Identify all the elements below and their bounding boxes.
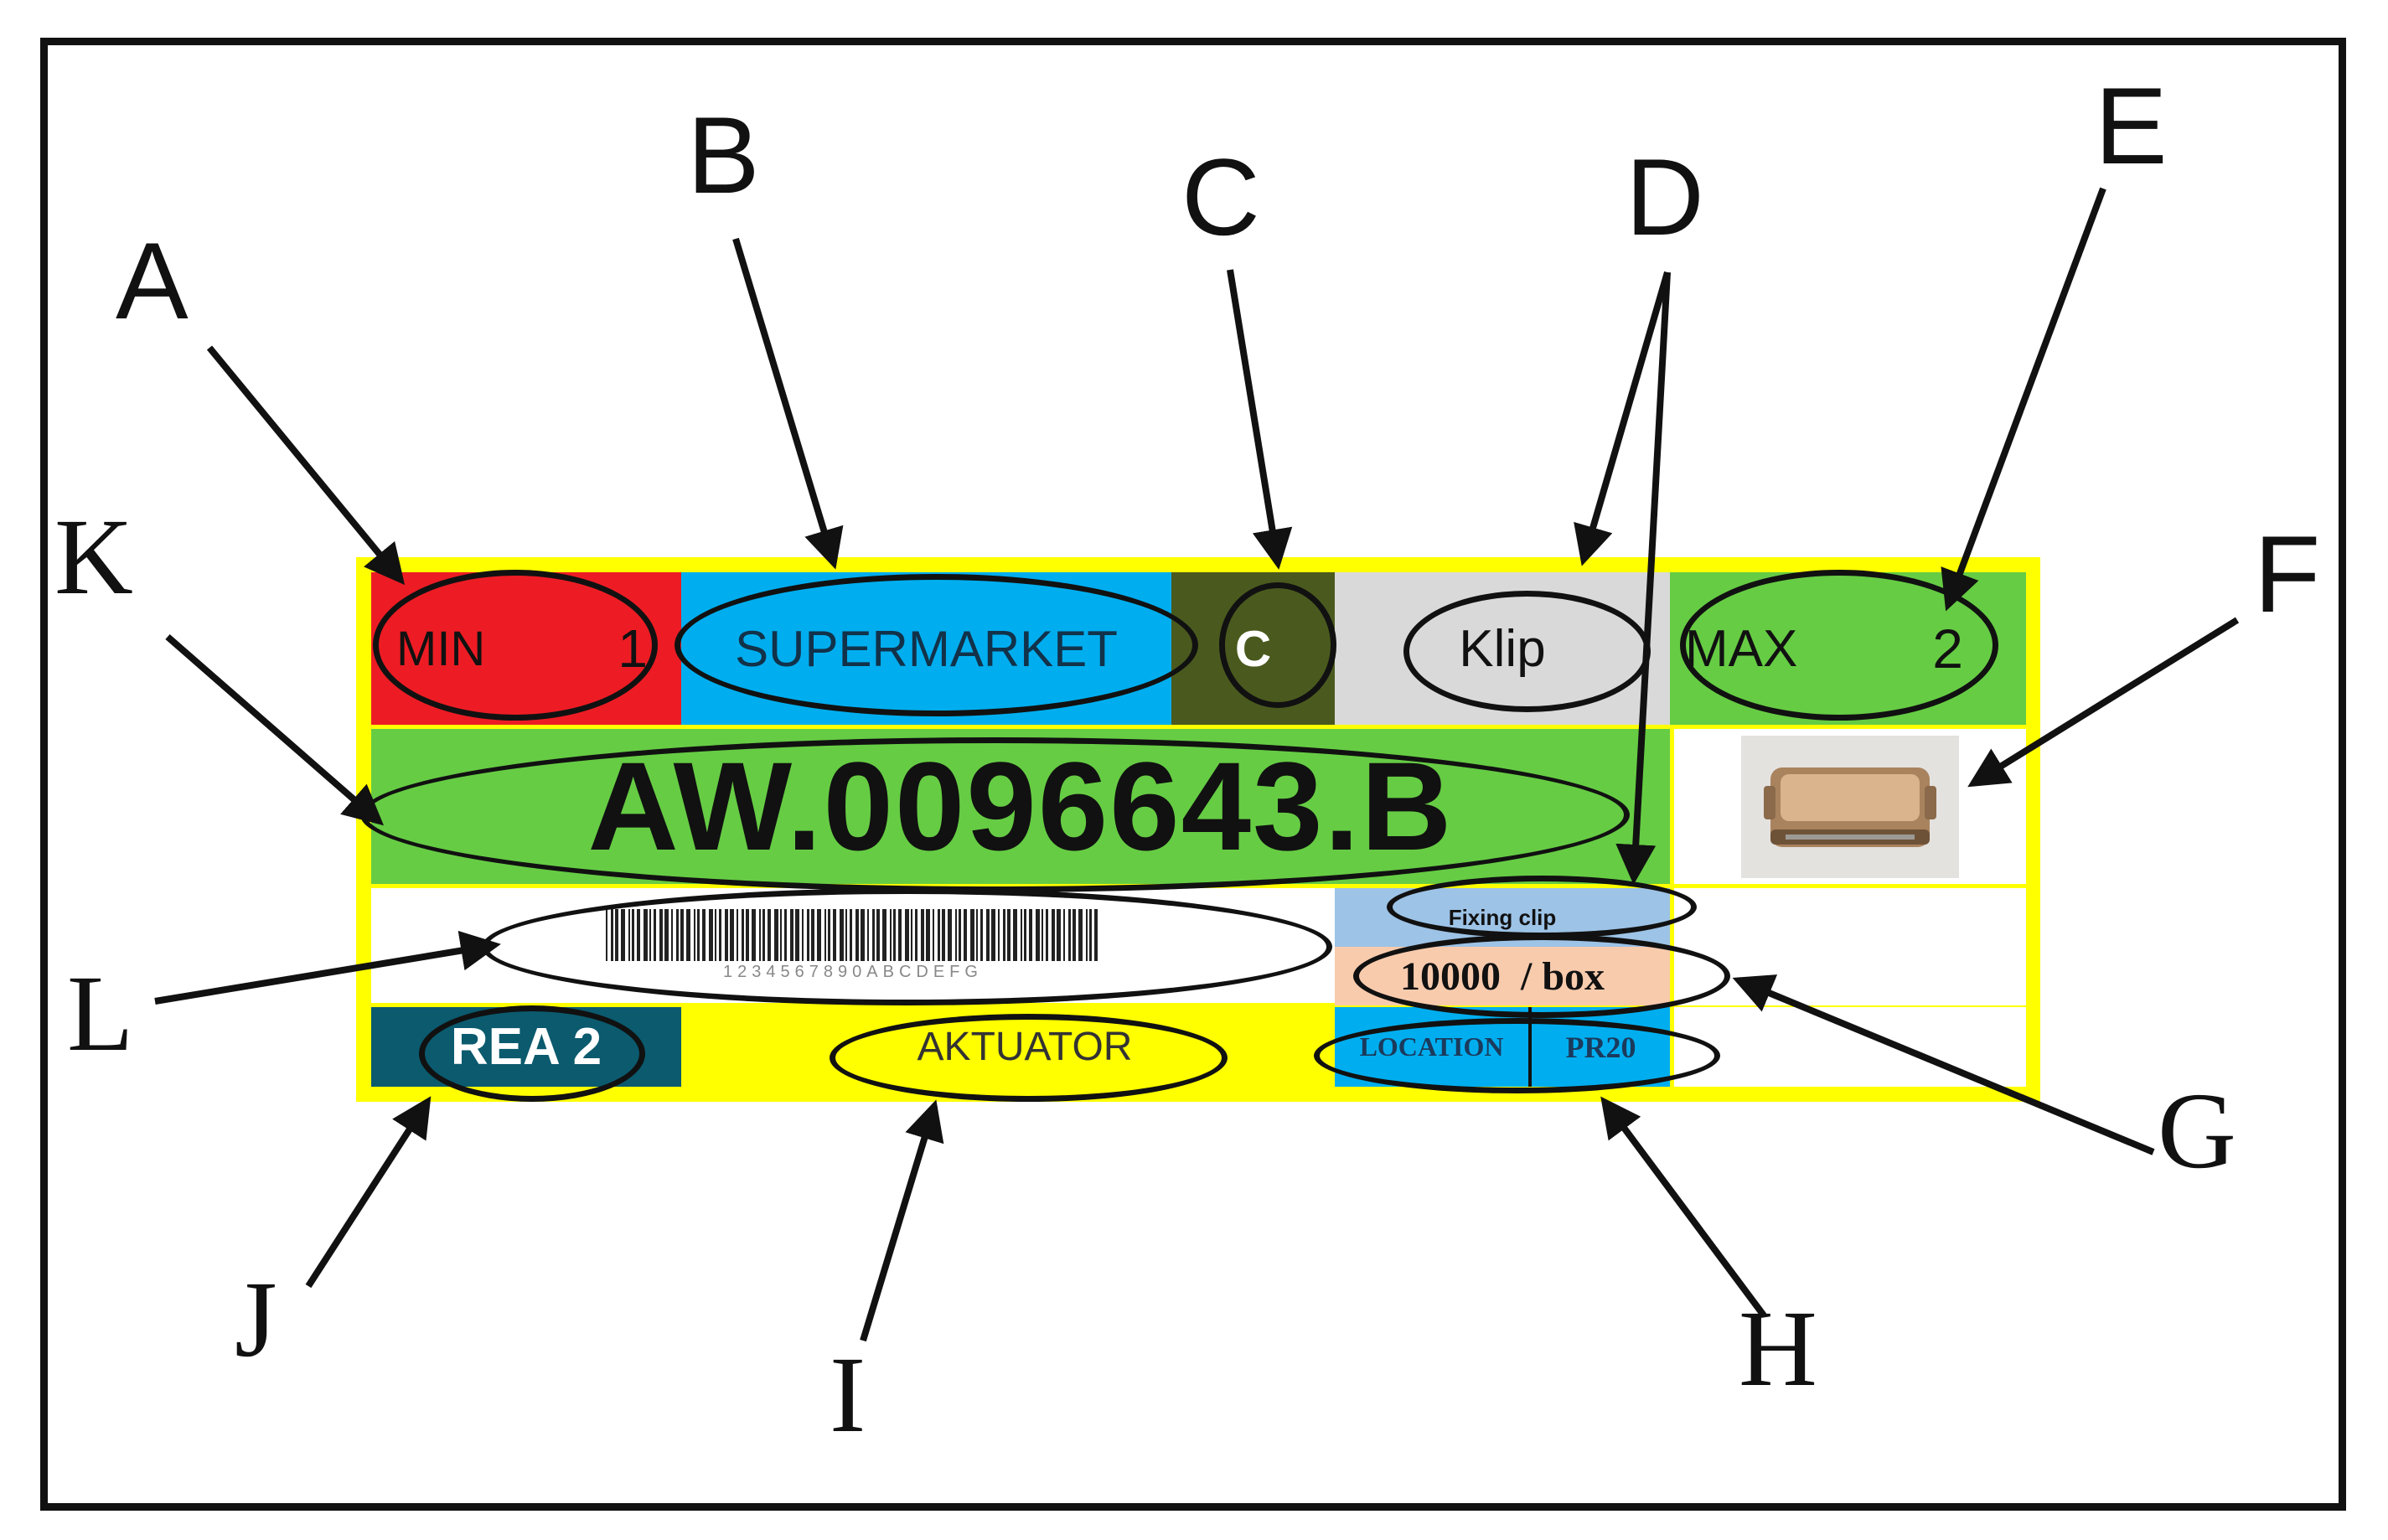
callout-d: D [1626, 136, 1704, 258]
callout-c: C [1181, 136, 1260, 258]
callout-b: B [687, 94, 760, 216]
oval-c [1219, 582, 1336, 708]
oval-d [1403, 591, 1651, 712]
callout-j: J [235, 1259, 277, 1380]
oval-g [1353, 934, 1730, 1018]
callout-g: G [2158, 1071, 2236, 1191]
oval-b [675, 574, 1198, 716]
callout-e: E [2095, 65, 2168, 187]
oval-fixing [1387, 876, 1697, 938]
callout-i: I [830, 1335, 866, 1455]
part-photo [1741, 735, 1959, 878]
figure-frame [40, 38, 2346, 1511]
oval-j [419, 1005, 645, 1102]
photo-cell [1674, 729, 2026, 884]
oval-i [830, 1014, 1228, 1102]
callout-h: H [1739, 1289, 1817, 1409]
oval-h [1314, 1018, 1720, 1093]
callout-f: F [2254, 513, 2321, 635]
clip-image [1764, 767, 1936, 847]
oval-e [1680, 570, 1998, 721]
empty-cell [1674, 888, 2026, 1005]
callout-l: L [67, 953, 134, 1074]
oval-k [360, 737, 1630, 892]
oval-a [373, 570, 658, 721]
oval-l [482, 888, 1332, 1005]
empty-cell-2 [1674, 1007, 2026, 1087]
callout-k: K [54, 497, 133, 618]
callout-a: A [116, 220, 189, 342]
